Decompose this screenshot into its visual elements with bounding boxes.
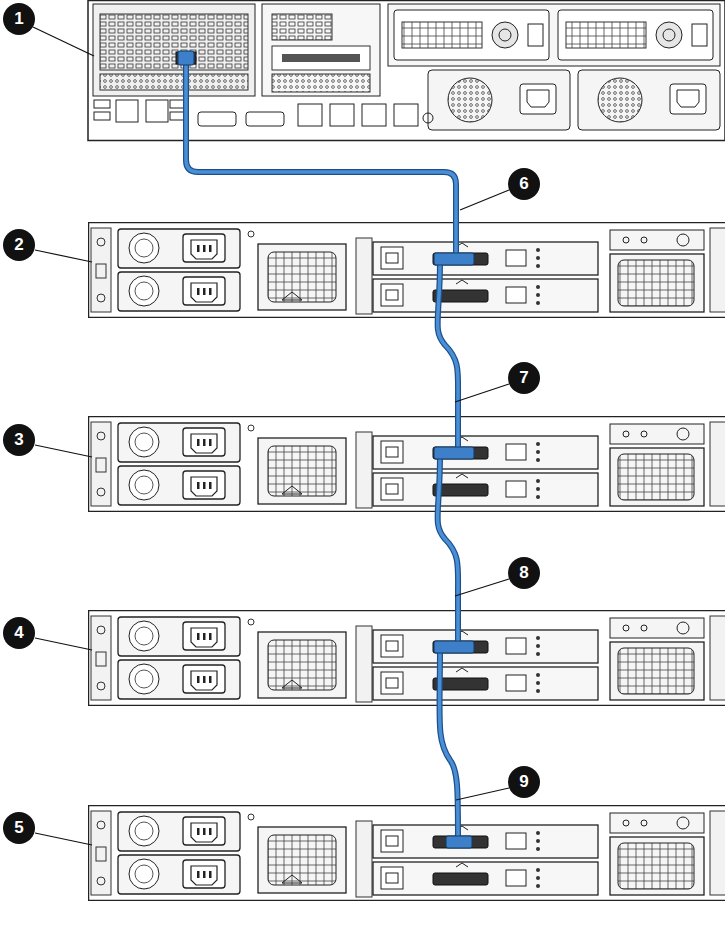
storage-enclosure <box>89 417 725 512</box>
cable-connectors <box>178 51 474 848</box>
callout-text: 8 <box>519 563 528 583</box>
callout-text: 5 <box>14 818 23 838</box>
callout-text: 2 <box>14 235 23 255</box>
callout-number: 2 <box>3 229 35 261</box>
leader-lines <box>33 27 509 845</box>
callout-text: 1 <box>14 9 23 29</box>
callout-text: 6 <box>519 174 528 194</box>
callout-text: 7 <box>519 368 528 388</box>
callout-number: 6 <box>508 168 540 200</box>
callout-number: 9 <box>508 766 540 798</box>
callout-text: 4 <box>14 623 23 643</box>
storage-enclosure <box>89 223 725 318</box>
callout-number: 3 <box>3 424 35 456</box>
callout-number: 1 <box>3 3 35 35</box>
callout-number: 5 <box>3 812 35 844</box>
storage-enclosure <box>89 611 725 706</box>
callout-text: 3 <box>14 430 23 450</box>
callout-number: 7 <box>508 362 540 394</box>
callout-text: 9 <box>519 772 528 792</box>
callout-number: 8 <box>508 557 540 589</box>
storage-enclosure <box>89 806 725 901</box>
sas-cables <box>186 58 458 841</box>
callout-number: 4 <box>3 617 35 649</box>
